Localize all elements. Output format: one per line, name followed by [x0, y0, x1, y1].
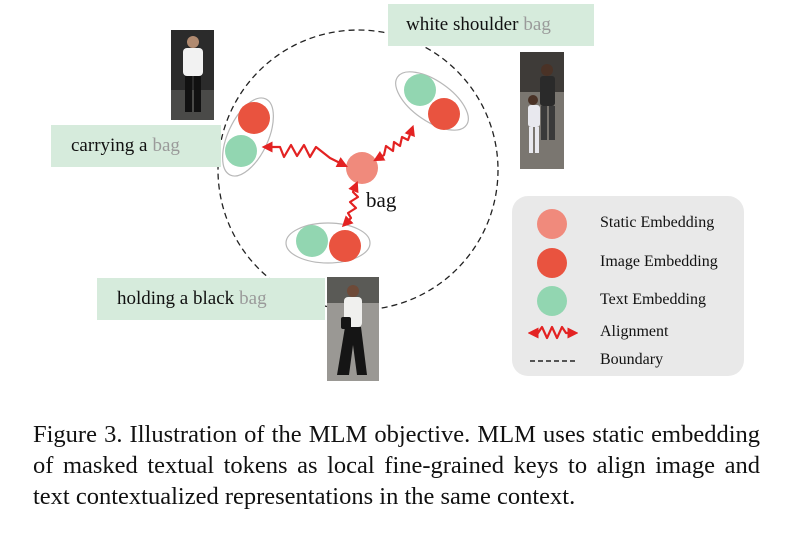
mlm-figure: bag white shoulder bag carrying a bag ho… — [51, 4, 744, 381]
legend-item-image: Image Embedding — [512, 248, 744, 278]
phrase-text: white shoulder — [406, 14, 519, 35]
text-embedding-dot — [296, 225, 328, 257]
image-embedding-dot — [428, 98, 460, 130]
masked-word: bag — [239, 288, 267, 309]
masked-word: bag — [152, 135, 180, 156]
dashed-line — [530, 360, 576, 362]
phrase-carrying: carrying a bag — [51, 125, 221, 167]
context-boundary — [217, 29, 499, 311]
legend-label: Boundary — [600, 351, 664, 368]
embedding-pair-top-right — [395, 71, 469, 131]
text-embedding-dot — [225, 135, 257, 167]
text-embedding-dot — [404, 74, 436, 106]
phrase-text: carrying a — [71, 135, 148, 156]
alignment-arrow-bottom — [341, 180, 360, 228]
person-photo-bottom — [327, 277, 379, 381]
legend-item-boundary: Boundary — [512, 346, 744, 376]
alignment-arrow-left — [261, 141, 348, 167]
phrase-text: holding a black — [117, 288, 235, 309]
legend: Static Embedding Image Embedding Text Em… — [512, 196, 744, 376]
legend-item-static: Static Embedding — [512, 209, 744, 239]
alignment-arrow-top-right — [373, 124, 415, 162]
embedding-pair-bottom — [285, 222, 371, 264]
image-embedding-dot — [238, 102, 270, 134]
static-embedding-dot — [346, 152, 378, 184]
legend-item-text: Text Embedding — [512, 286, 744, 316]
legend-label: Text Embedding — [600, 291, 706, 308]
text-embedding-dot — [537, 286, 567, 316]
phrase-white-shoulder: white shoulder bag — [388, 4, 594, 46]
center-label: bag — [366, 188, 397, 212]
legend-label: Image Embedding — [600, 253, 718, 270]
person-photo-right — [520, 52, 564, 169]
static-embedding-dot — [537, 209, 567, 239]
image-embedding-dot — [329, 230, 361, 262]
diagram-canvas: bag — [217, 29, 499, 311]
image-embedding-dot — [537, 248, 567, 278]
figure-caption: Figure 3. Illustration of the MLM object… — [33, 421, 760, 510]
embedding-pair-left — [222, 97, 274, 177]
legend-item-alignment: Alignment — [512, 318, 744, 348]
masked-word: bag — [523, 14, 551, 35]
person-photo-top-left — [171, 30, 214, 120]
legend-label: Static Embedding — [600, 214, 715, 231]
alignment-zigzag-arrow — [528, 325, 578, 340]
phrase-holding-black: holding a black bag — [97, 278, 325, 320]
legend-label: Alignment — [600, 323, 669, 340]
